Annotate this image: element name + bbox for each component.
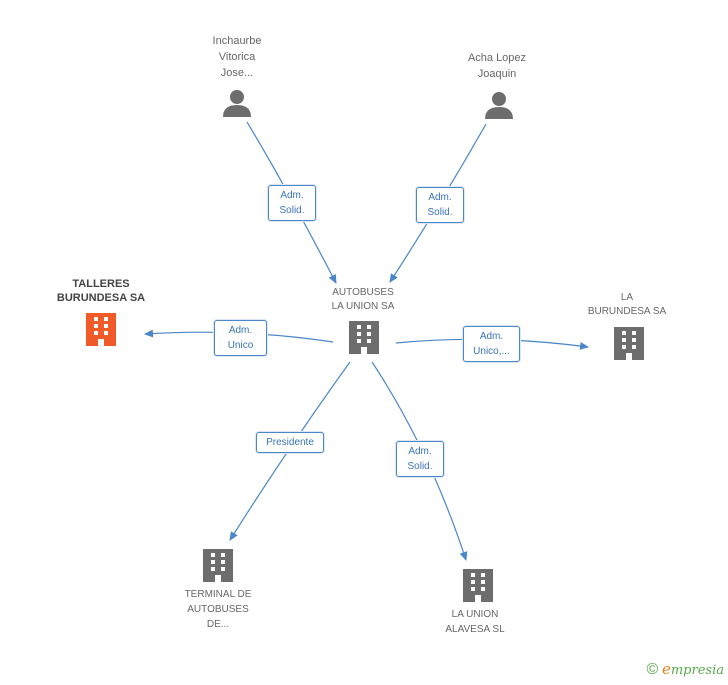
building-icon[interactable]	[203, 549, 233, 582]
person-icon[interactable]	[223, 90, 251, 117]
edge-label-autobuses-burundesa[interactable]: Adm. Unico,...	[463, 326, 520, 362]
edge-label-autobuses-terminal[interactable]: Presidente	[256, 432, 324, 453]
copyright-symbol: ©	[646, 661, 659, 678]
building-icon[interactable]	[463, 569, 493, 602]
empresia-logo: © empresia	[647, 660, 724, 679]
node-label-alavesa[interactable]: LA UNION ALAVESA SL	[445, 609, 505, 635]
node-label-acha[interactable]: Acha Lopez Joaquin	[467, 52, 527, 80]
building-icon[interactable]	[86, 313, 116, 346]
brand-name: mpresia	[670, 663, 724, 678]
node-label-terminal[interactable]: TERMINAL DE AUTOBUSES DE...	[184, 589, 252, 630]
person-icon[interactable]	[485, 92, 513, 119]
edge-label-acha-autobuses[interactable]: Adm. Solid.	[416, 187, 464, 223]
building-icon[interactable]	[614, 327, 644, 360]
node-label-inchaurbe[interactable]: Inchaurbe Vitorica Jose...	[212, 35, 262, 79]
edge-label-inchaurbe-autobuses[interactable]: Adm. Solid.	[268, 185, 316, 221]
edge-label-autobuses-talleres[interactable]: Adm. Unico	[214, 320, 267, 356]
node-label-burundesa[interactable]: LA BURUNDESA SA	[587, 292, 667, 317]
node-label-autobuses[interactable]: AUTOBUSES LA UNION SA	[331, 287, 395, 312]
building-icon[interactable]	[349, 321, 379, 354]
node-label-talleres[interactable]: TALLERES BURUNDESA SA	[56, 278, 146, 304]
edge-label-autobuses-alavesa[interactable]: Adm. Solid.	[396, 441, 444, 477]
brand-initial: e	[661, 660, 671, 678]
